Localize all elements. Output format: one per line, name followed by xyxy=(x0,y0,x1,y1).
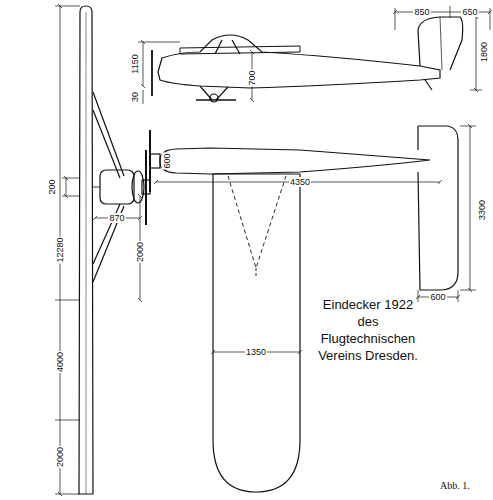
dimension-label: 1150 xyxy=(130,53,140,74)
tail-skid xyxy=(425,80,432,90)
dimension-label: 3300 xyxy=(477,199,487,221)
wing-root xyxy=(213,173,300,174)
side-view xyxy=(152,17,463,102)
strut xyxy=(93,92,124,176)
dimension-label: 2000 xyxy=(135,241,145,263)
propeller-hub xyxy=(142,180,150,194)
dimension-label: 4350 xyxy=(289,177,311,187)
drawing-stroke xyxy=(460,126,476,127)
top-view xyxy=(150,126,458,492)
dimension-label: 1350 xyxy=(245,347,267,357)
wing-planform xyxy=(213,174,300,492)
dimension-label: 30 xyxy=(130,91,140,103)
drawing-stroke xyxy=(143,42,144,86)
cabane-strut xyxy=(232,40,240,54)
drawing-stroke xyxy=(62,178,80,179)
fuselage-side xyxy=(158,35,440,88)
dimension-label: 200 xyxy=(47,178,57,195)
drawing-title: Eindecker 1922 des Flugtechnischen Verei… xyxy=(312,296,424,364)
dimension-label: 850 xyxy=(413,7,430,17)
drawing-stroke xyxy=(470,90,482,91)
strut xyxy=(93,110,120,178)
drawing-stroke xyxy=(490,8,491,30)
front-view xyxy=(79,6,150,494)
drawing-stroke xyxy=(458,290,459,302)
fuselage-top xyxy=(160,148,430,174)
figure-caption: Abb. 1. xyxy=(440,480,470,491)
dimension-label: 870 xyxy=(108,213,125,223)
dimension-label: 2000 xyxy=(55,446,65,468)
dimension-label: 600 xyxy=(429,292,446,302)
drawing-stroke xyxy=(66,178,67,196)
drawing-stroke xyxy=(395,8,396,30)
drawing-stroke xyxy=(470,126,471,290)
skid xyxy=(196,99,236,101)
tailplane-edge xyxy=(417,126,418,150)
drawing-stroke xyxy=(55,420,80,421)
dimension-lines xyxy=(55,6,490,494)
rudder-hinge xyxy=(440,17,442,70)
propeller xyxy=(145,150,147,225)
dimension-label: 700 xyxy=(247,69,257,86)
drawing-stroke xyxy=(55,6,80,7)
fin-rudder xyxy=(418,17,463,70)
wheel xyxy=(210,94,218,102)
cabane-strut xyxy=(215,40,222,54)
nose xyxy=(150,154,160,168)
wing-spar xyxy=(86,12,87,494)
dimension-label: 12280 xyxy=(55,236,65,263)
bracing-end xyxy=(256,268,257,276)
axle xyxy=(92,187,100,188)
dimension-label: 600 xyxy=(162,152,172,169)
tailplane xyxy=(418,126,458,290)
propeller-side xyxy=(151,50,153,96)
drawing-stroke xyxy=(55,494,80,495)
dimension-label: 650 xyxy=(461,7,478,17)
fuselage-front xyxy=(100,170,134,204)
dimension-label: 4000 xyxy=(55,351,65,373)
drawing-stroke xyxy=(460,290,476,291)
wing-front xyxy=(79,6,93,494)
drawing-stroke xyxy=(476,17,477,90)
drawing-stroke xyxy=(138,42,180,43)
drawing-stroke xyxy=(143,90,144,104)
drawing-stroke xyxy=(418,290,419,302)
drawing-stroke xyxy=(450,6,451,18)
drawing-stroke xyxy=(62,196,80,197)
internal-bracing xyxy=(228,176,286,268)
drawing-stroke xyxy=(55,300,80,301)
dimension-label: 1800 xyxy=(479,41,489,63)
